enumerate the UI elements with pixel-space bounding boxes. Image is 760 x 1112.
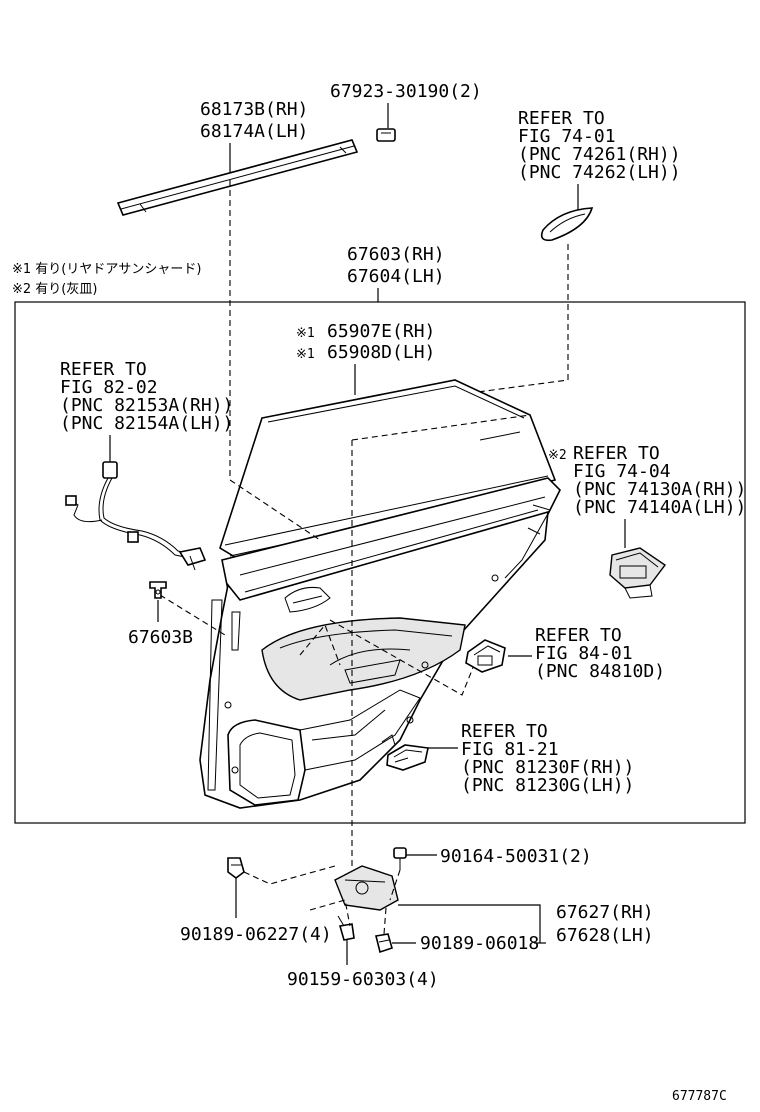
clip-90189-06227 [227, 857, 245, 879]
svg-text:(PNC 81230F(RH)): (PNC 81230F(RH)) [461, 757, 634, 778]
switch-81230f [386, 744, 429, 771]
svg-text:FIG 82-02: FIG 82-02 [60, 377, 158, 398]
label-67627-rh: 67627(RH) [556, 902, 654, 923]
svg-text:(PNC 81230G(LH)): (PNC 81230G(LH)) [461, 775, 634, 796]
label-67628-lh: 67628(LH) [556, 925, 654, 946]
svg-text:REFER TO: REFER TO [518, 108, 605, 129]
svg-text:(PNC 74261(RH)): (PNC 74261(RH)) [518, 144, 681, 165]
svg-text:(PNC 74262(LH)): (PNC 74262(LH)) [518, 162, 681, 183]
screw-90164 [393, 847, 407, 870]
ref-fig-82-02-label: REFER TO FIG 82-02 (PNC 82153A(RH)) (PNC… [60, 359, 233, 434]
label-90189-06227: 90189-06227(4) [180, 924, 332, 945]
label-90189-06018: 90189-06018 [420, 933, 539, 954]
dash-screw-90164 [389, 869, 401, 901]
pull-handle-74261 [540, 207, 594, 242]
svg-text:REFER TO: REFER TO [573, 443, 660, 464]
svg-text:(PNC 82153A(RH)): (PNC 82153A(RH)) [60, 395, 233, 416]
label-65908-prefix: ※1 [296, 347, 315, 362]
label-67604-lh: 67604(LH) [347, 266, 445, 287]
dash-clip-67603b [159, 594, 226, 636]
label-67603-rh: 67603(RH) [347, 244, 445, 265]
dash-nut [383, 907, 387, 935]
door-trim-panel [199, 379, 561, 809]
svg-text:REFER TO: REFER TO [461, 721, 548, 742]
svg-text:FIG 84-01: FIG 84-01 [535, 643, 633, 664]
label-68173b-rh: 68173B(RH) [200, 99, 308, 120]
leader-67627-upper [398, 904, 541, 943]
label-74-04-prefix: ※2 [548, 448, 567, 463]
clip-67923 [376, 128, 396, 142]
dash-pocket [299, 623, 341, 666]
dash-screw-90159 [309, 899, 351, 927]
svg-text:REFER TO: REFER TO [535, 625, 622, 646]
assembly-frame [14, 301, 746, 824]
label-90164: 90164-50031(2) [440, 846, 592, 867]
note-2: ※2 有り(灰皿) [12, 282, 97, 297]
label-68174a-lh: 68174A(LH) [200, 121, 308, 142]
ref-fig-74-01-label: REFER TO FIG 74-01 (PNC 74261(RH)) (PNC … [518, 108, 681, 183]
courtesy-lamp-84810d [465, 639, 506, 673]
label-65907e-rh: 65907E(RH) [327, 321, 435, 342]
belt-moulding-strip [116, 139, 359, 216]
label-65908d-lh: 65908D(LH) [327, 342, 435, 363]
ashtray-74130a [609, 547, 666, 599]
svg-text:(PNC 82154A(LH)): (PNC 82154A(LH)) [60, 413, 233, 434]
screw-90159 [337, 915, 355, 941]
dash-handle-to-trim [454, 244, 569, 396]
ref-fig-84-01-label: REFER TO FIG 84-01 (PNC 84810D) [535, 625, 665, 682]
clip-67603b [149, 581, 167, 599]
nut-90189-06018 [375, 933, 393, 954]
svg-text:(PNC 74140A(LH)): (PNC 74140A(LH)) [573, 497, 746, 518]
svg-text:(PNC 84810D): (PNC 84810D) [535, 661, 665, 682]
svg-text:FIG 74-01: FIG 74-01 [518, 126, 616, 147]
ref-fig-74-04-label: REFER TO FIG 74-04 (PNC 74130A(RH)) (PNC… [573, 443, 746, 518]
svg-text:(PNC 74130A(RH)): (PNC 74130A(RH)) [573, 479, 746, 500]
label-90159: 90159-60303(4) [287, 969, 439, 990]
svg-text:REFER TO: REFER TO [60, 359, 147, 380]
bracket-67627 [334, 865, 399, 911]
illustration-id: 677787C [672, 1089, 727, 1104]
dash-strip-diag [229, 479, 321, 541]
svg-text:FIG 74-04: FIG 74-04 [573, 461, 671, 482]
note-1: ※1 有り(リヤドアサンシャード) [12, 262, 201, 277]
svg-text:FIG 81-21: FIG 81-21 [461, 739, 559, 760]
wire-harness-82153a [65, 461, 207, 571]
switch-bezel-edge [381, 734, 396, 746]
label-65907-prefix: ※1 [296, 326, 315, 341]
label-67603b: 67603B [128, 627, 193, 648]
dash-clip-to-bracket [243, 865, 336, 885]
ref-fig-81-21-label: REFER TO FIG 81-21 (PNC 81230F(RH)) (PNC… [461, 721, 634, 796]
label-67923: 67923-30190(2) [330, 81, 482, 102]
